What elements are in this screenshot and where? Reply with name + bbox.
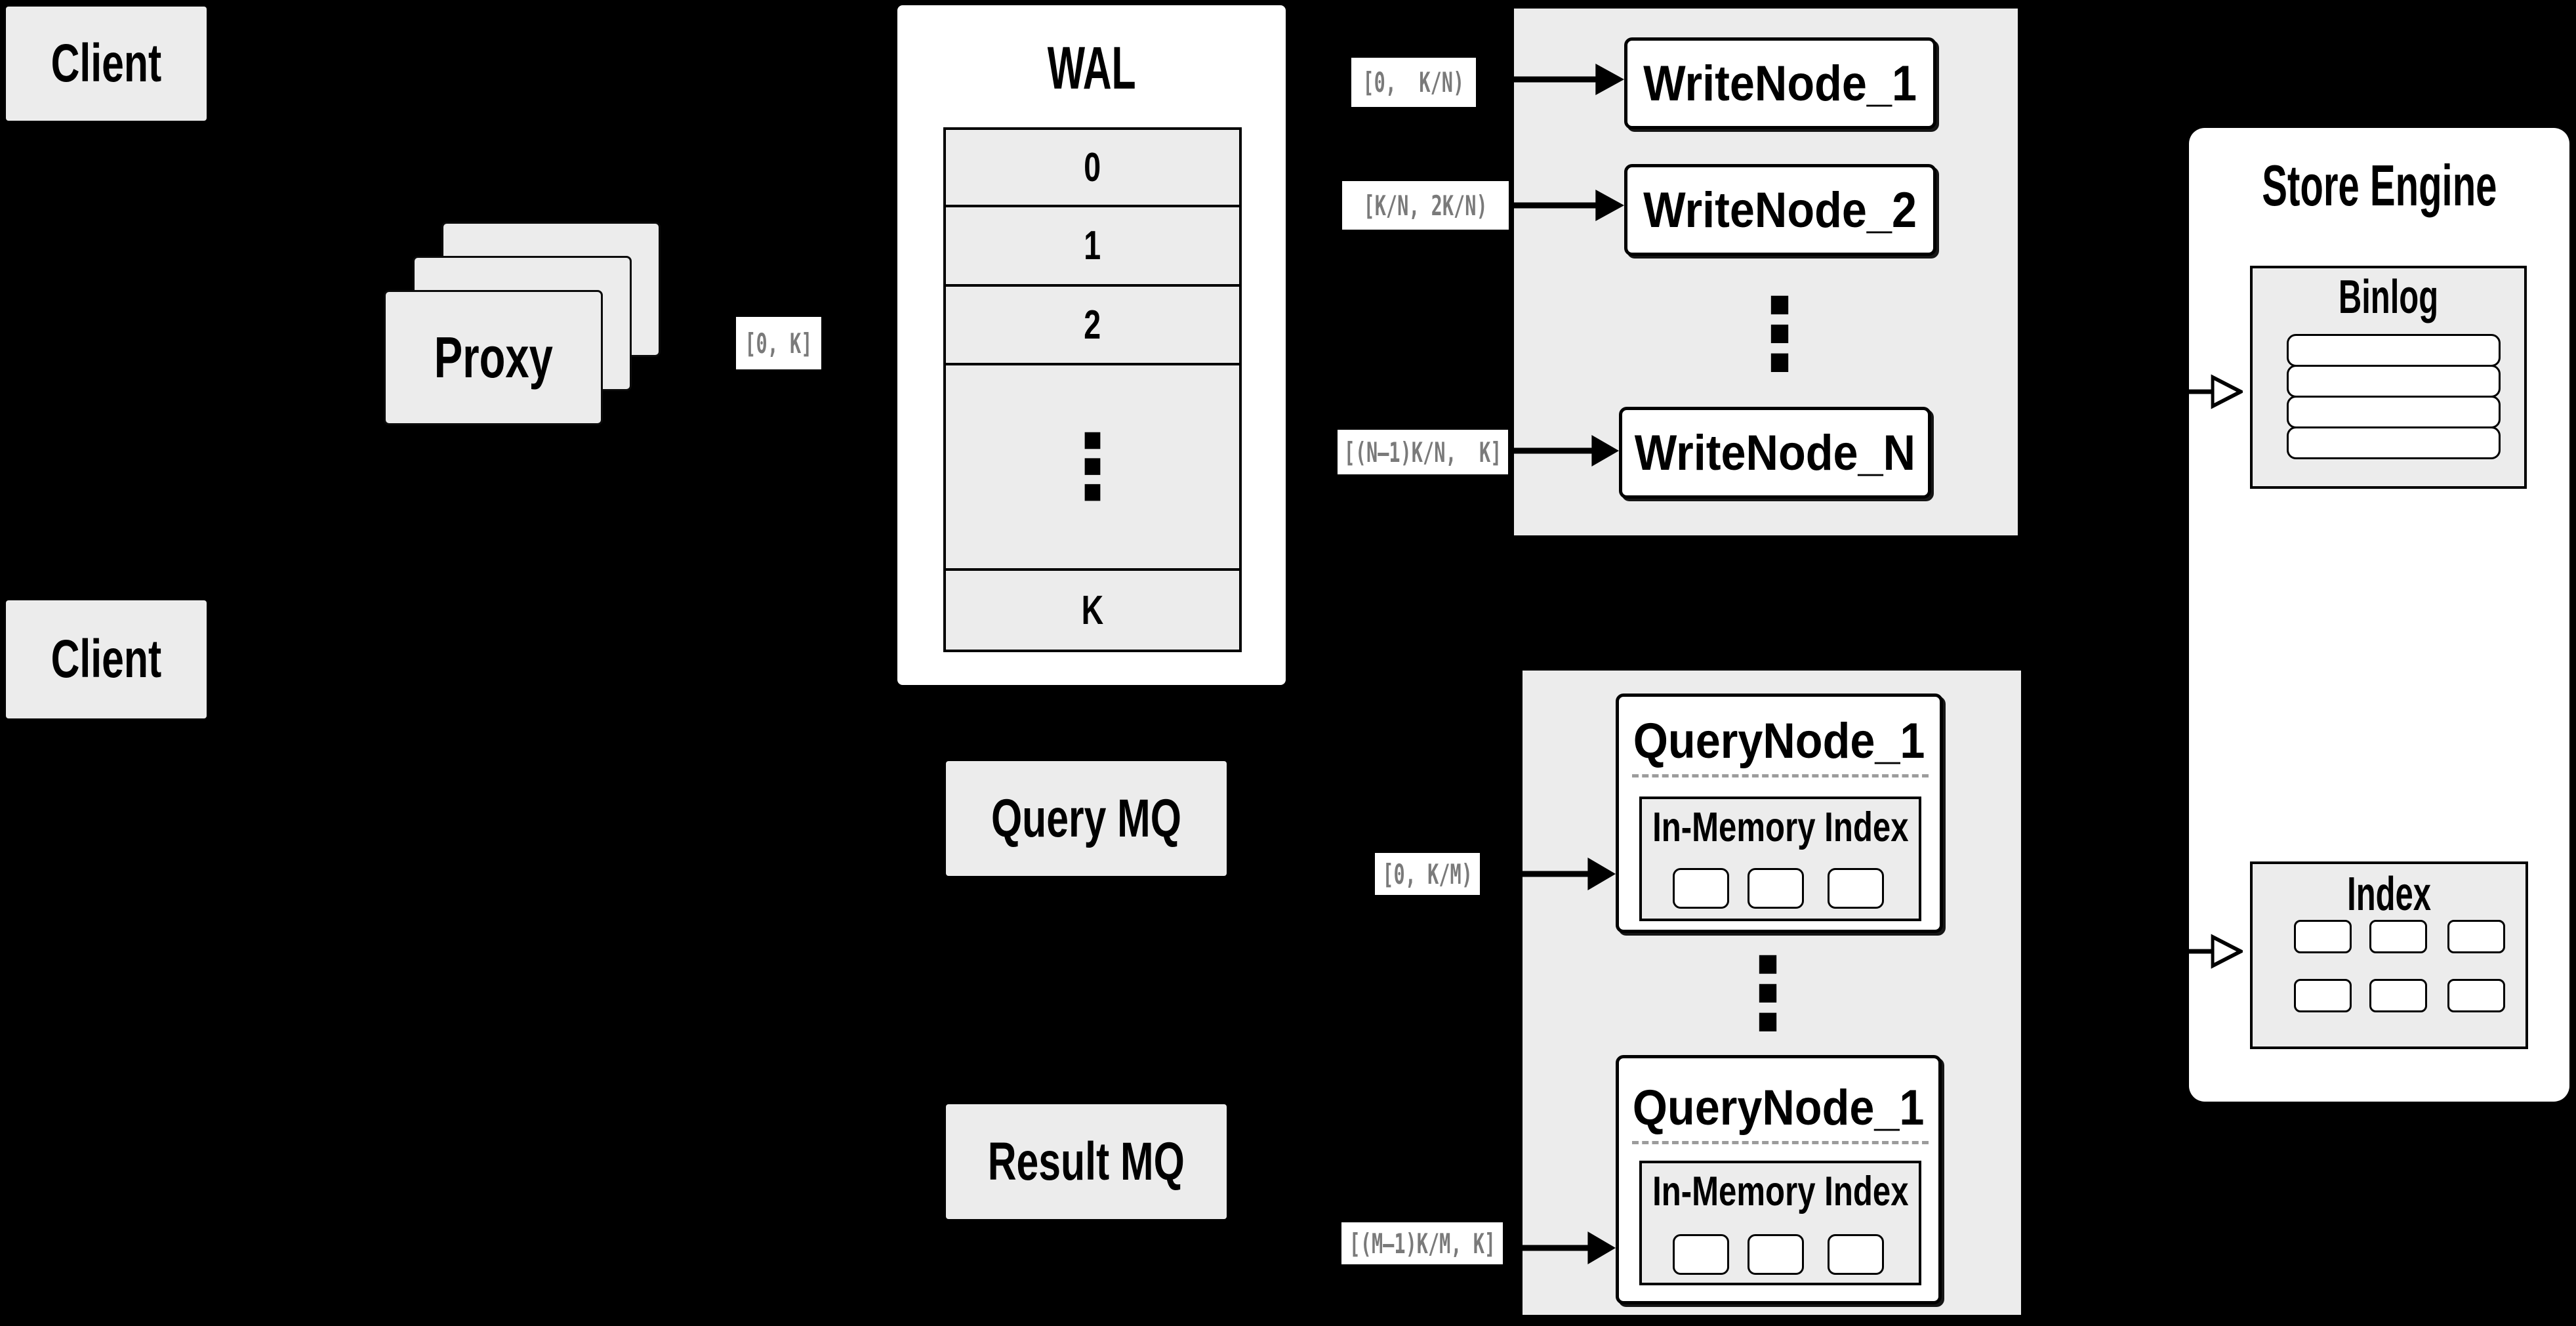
proxy-card-front: Proxy xyxy=(384,290,603,425)
segment-cell xyxy=(1748,1234,1804,1275)
in-memory-index-2-box: In-Memory Index xyxy=(1639,1161,1921,1285)
segment-cell xyxy=(1673,1234,1729,1275)
range-label-0-k: [0, K] xyxy=(736,317,821,369)
index-cell xyxy=(2447,979,2505,1012)
write-node-1-box: WriteNode_1 xyxy=(1624,37,1936,129)
segment-cell xyxy=(1828,868,1884,909)
range-label-write-2: [K/N, 2K/N) xyxy=(1342,181,1509,230)
wal-row-0: 0 xyxy=(946,130,1239,205)
in-memory-index-2-title: In-Memory Index xyxy=(1652,1169,1909,1214)
arrow-to-binlog xyxy=(2189,372,2243,411)
wal-row-2: 2 xyxy=(946,284,1239,363)
store-engine-title: Store Engine xyxy=(2261,153,2497,218)
range-label-query-m: [(M–1)K/M, K] xyxy=(1341,1222,1503,1264)
client-bottom-box: Client xyxy=(6,600,207,718)
wal-table: 0 1 2 ⋮ K xyxy=(943,127,1242,652)
wal-title: WAL xyxy=(1047,34,1136,102)
query-node-1-title: QueryNode_1 xyxy=(1633,713,1925,769)
segment-cell xyxy=(1748,868,1804,909)
write-node-n-box: WriteNode_N xyxy=(1619,407,1931,499)
client-bottom-label: Client xyxy=(51,629,162,689)
vertical-dots-icon: ⋮ xyxy=(1730,278,1829,392)
segment-cell xyxy=(1828,1234,1884,1275)
range-label-query-1: [0, K/M) xyxy=(1375,853,1480,895)
index-title: Index xyxy=(2347,868,2431,921)
range-label-write-1: [0, K/N) xyxy=(1351,58,1476,107)
binlog-box: Binlog xyxy=(2250,266,2527,489)
query-node-2-title: QueryNode_1 xyxy=(1633,1079,1925,1136)
index-cell xyxy=(2294,920,2352,953)
dashed-separator xyxy=(1632,774,1929,777)
write-group-dots: ⋮ xyxy=(1730,276,1829,394)
vertical-dots-icon: ⋮ xyxy=(1048,415,1137,518)
query-group-dots: ⋮ xyxy=(1719,935,1817,1053)
arrow-to-query-node-2 xyxy=(1523,1228,1616,1268)
binlog-row xyxy=(2287,396,2501,428)
wal-row-k: K xyxy=(946,568,1239,650)
wal-row-dots: ⋮ xyxy=(946,363,1239,568)
proxy-label: Proxy xyxy=(434,325,553,390)
wal-row-1: 1 xyxy=(946,205,1239,284)
dashed-separator xyxy=(1632,1141,1929,1144)
arrow-to-index xyxy=(2189,932,2243,971)
segment-cell xyxy=(1673,868,1729,909)
vertical-dots-icon: ⋮ xyxy=(1719,937,1817,1051)
index-cell xyxy=(2447,920,2505,953)
store-engine-panel: Store Engine Binlog Index xyxy=(2189,128,2569,1102)
in-memory-index-1-title: In-Memory Index xyxy=(1652,804,1909,850)
index-cell xyxy=(2294,979,2352,1012)
write-node-2-box: WriteNode_2 xyxy=(1624,164,1936,256)
in-memory-index-1-box: In-Memory Index xyxy=(1639,797,1921,921)
query-node-2-box: QueryNode_1 In-Memory Index xyxy=(1616,1055,1942,1304)
client-top-label: Client xyxy=(51,33,162,93)
arrow-to-write-node-1 xyxy=(1514,60,1624,99)
binlog-row xyxy=(2287,334,2501,367)
binlog-row xyxy=(2287,426,2501,459)
query-mq-box: Query MQ xyxy=(946,761,1227,876)
wal-panel: WAL 0 1 2 ⋮ K xyxy=(897,5,1286,685)
client-top-box: Client xyxy=(6,7,207,121)
query-node-1-box: QueryNode_1 In-Memory Index xyxy=(1616,694,1943,933)
range-label-write-n: [(N–1)K/N, K] xyxy=(1338,430,1508,474)
result-mq-box: Result MQ xyxy=(946,1104,1227,1219)
index-cell xyxy=(2369,920,2427,953)
index-cell xyxy=(2369,979,2427,1012)
index-box: Index xyxy=(2250,861,2528,1049)
binlog-title: Binlog xyxy=(2338,271,2439,323)
binlog-row xyxy=(2287,365,2501,398)
arrow-to-write-node-2 xyxy=(1514,186,1624,225)
arrow-to-query-node-1 xyxy=(1523,854,1616,894)
arrow-to-write-node-n xyxy=(1514,431,1619,470)
